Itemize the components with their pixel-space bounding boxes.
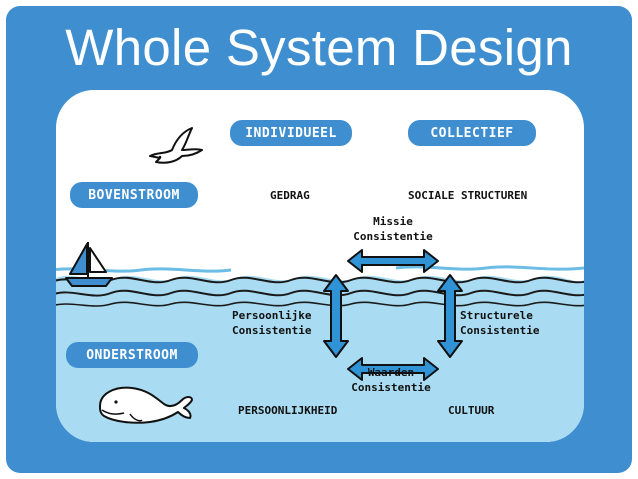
page-title: Whole System Design xyxy=(65,19,573,76)
arrow-bottom xyxy=(347,357,439,381)
whale-icon xyxy=(99,386,193,424)
quadrant-top-right: SOCIALE STRUCTUREN xyxy=(408,189,528,202)
consistency-bottom-label: Waarden Consistentie xyxy=(336,365,446,395)
consistency-top-line1: Missie xyxy=(373,215,413,228)
row-below-stream: ONDERSTROOM xyxy=(66,342,198,368)
consistency-right-label: Structurele Consistentie xyxy=(460,308,539,338)
diagram-panel: INDIVIDUEEL COLLECTIEF BOVENSTROOM ONDER… xyxy=(56,90,584,442)
consistency-left-line1: Persoonlijke xyxy=(232,309,312,322)
consistency-right-line1: Structurele xyxy=(460,309,533,322)
quadrant-bottom-right: CULTUUR xyxy=(448,404,495,417)
quadrant-top-left: GEDRAG xyxy=(270,189,310,202)
row-above-stream: BOVENSTROOM xyxy=(70,182,198,208)
arrow-right xyxy=(437,274,463,358)
column-collective: COLLECTIEF xyxy=(408,120,536,146)
consistency-bottom-line2: Consistentie xyxy=(351,381,431,394)
sailboat-icon xyxy=(65,242,113,287)
bird-icon xyxy=(149,127,203,164)
column-individual: INDIVIDUEEL xyxy=(230,120,352,146)
consistency-left-label: Persoonlijke Consistentie xyxy=(232,308,311,338)
consistency-top-line2: Consistentie xyxy=(353,230,433,243)
arrow-top xyxy=(347,249,439,273)
consistency-bottom-line1: Waarden xyxy=(367,366,415,379)
consistency-cycle xyxy=(323,249,463,381)
arrow-left xyxy=(323,274,349,358)
quadrant-bottom-left: PERSOONLIJKHEID xyxy=(238,404,338,417)
consistency-top-label: Missie Consistentie xyxy=(338,214,448,244)
consistency-right-line2: Consistentie xyxy=(460,324,540,337)
consistency-left-line2: Consistentie xyxy=(232,324,312,337)
